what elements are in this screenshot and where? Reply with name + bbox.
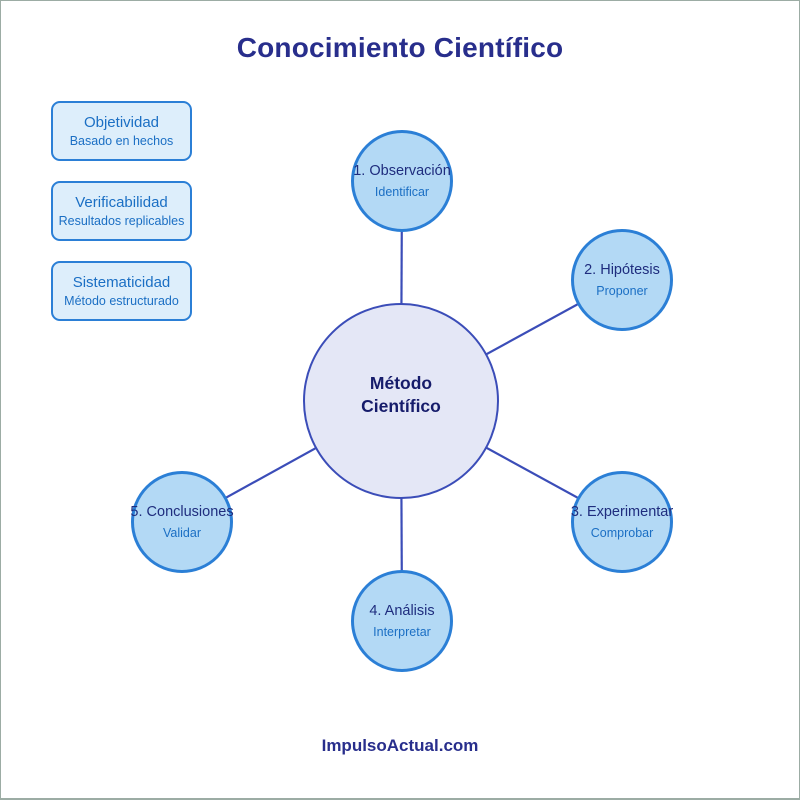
principle-title: Verificabilidad	[75, 194, 168, 211]
center-title-line2: Científico	[361, 396, 441, 416]
principle-card-sistematicidad: Sistematicidad Método estructurado	[51, 261, 192, 321]
principle-card-objetividad: Objetividad Basado en hechos	[51, 101, 192, 161]
step-title: 1. Observación	[353, 163, 451, 179]
principle-subtitle: Resultados replicables	[58, 214, 185, 228]
principle-title: Objetividad	[83, 114, 160, 131]
principle-card-verificabilidad: Verificabilidad Resultados replicables	[51, 181, 192, 241]
step-title: 4. Análisis	[369, 603, 435, 619]
step-node-conclusiones: 5. Conclusiones Validar	[130, 471, 234, 573]
step-subtitle: Identificar	[374, 185, 430, 199]
step-subtitle: Interpretar	[373, 625, 431, 639]
step-node-hipotesis: 2. Hipótesis Proponer	[571, 229, 673, 331]
step-title: 5. Conclusiones	[130, 504, 234, 520]
footer-brand: ImpulsoActual.com	[321, 736, 479, 755]
step-subtitle: Validar	[163, 526, 201, 540]
center-title-line1: Método	[369, 373, 433, 394]
principle-subtitle: Método estructurado	[64, 294, 179, 308]
step-node-observacion: 1. Observación Identificar	[351, 130, 453, 232]
step-node-experimentar: 3. Experimentar Comprobar	[571, 471, 673, 573]
step-title: 2. Hipótesis	[584, 262, 660, 278]
principle-subtitle: Basado en hechos	[69, 134, 174, 148]
page-title: Conocimiento Científico	[236, 32, 564, 63]
central-node-metodo-cientifico: Método Científico	[303, 303, 499, 499]
step-node-analisis: 4. Análisis Interpretar	[351, 570, 453, 672]
principle-title: Sistematicidad	[72, 274, 171, 291]
step-subtitle: Proponer	[596, 284, 648, 298]
step-title: 3. Experimentar	[570, 504, 674, 520]
step-subtitle: Comprobar	[590, 526, 654, 540]
